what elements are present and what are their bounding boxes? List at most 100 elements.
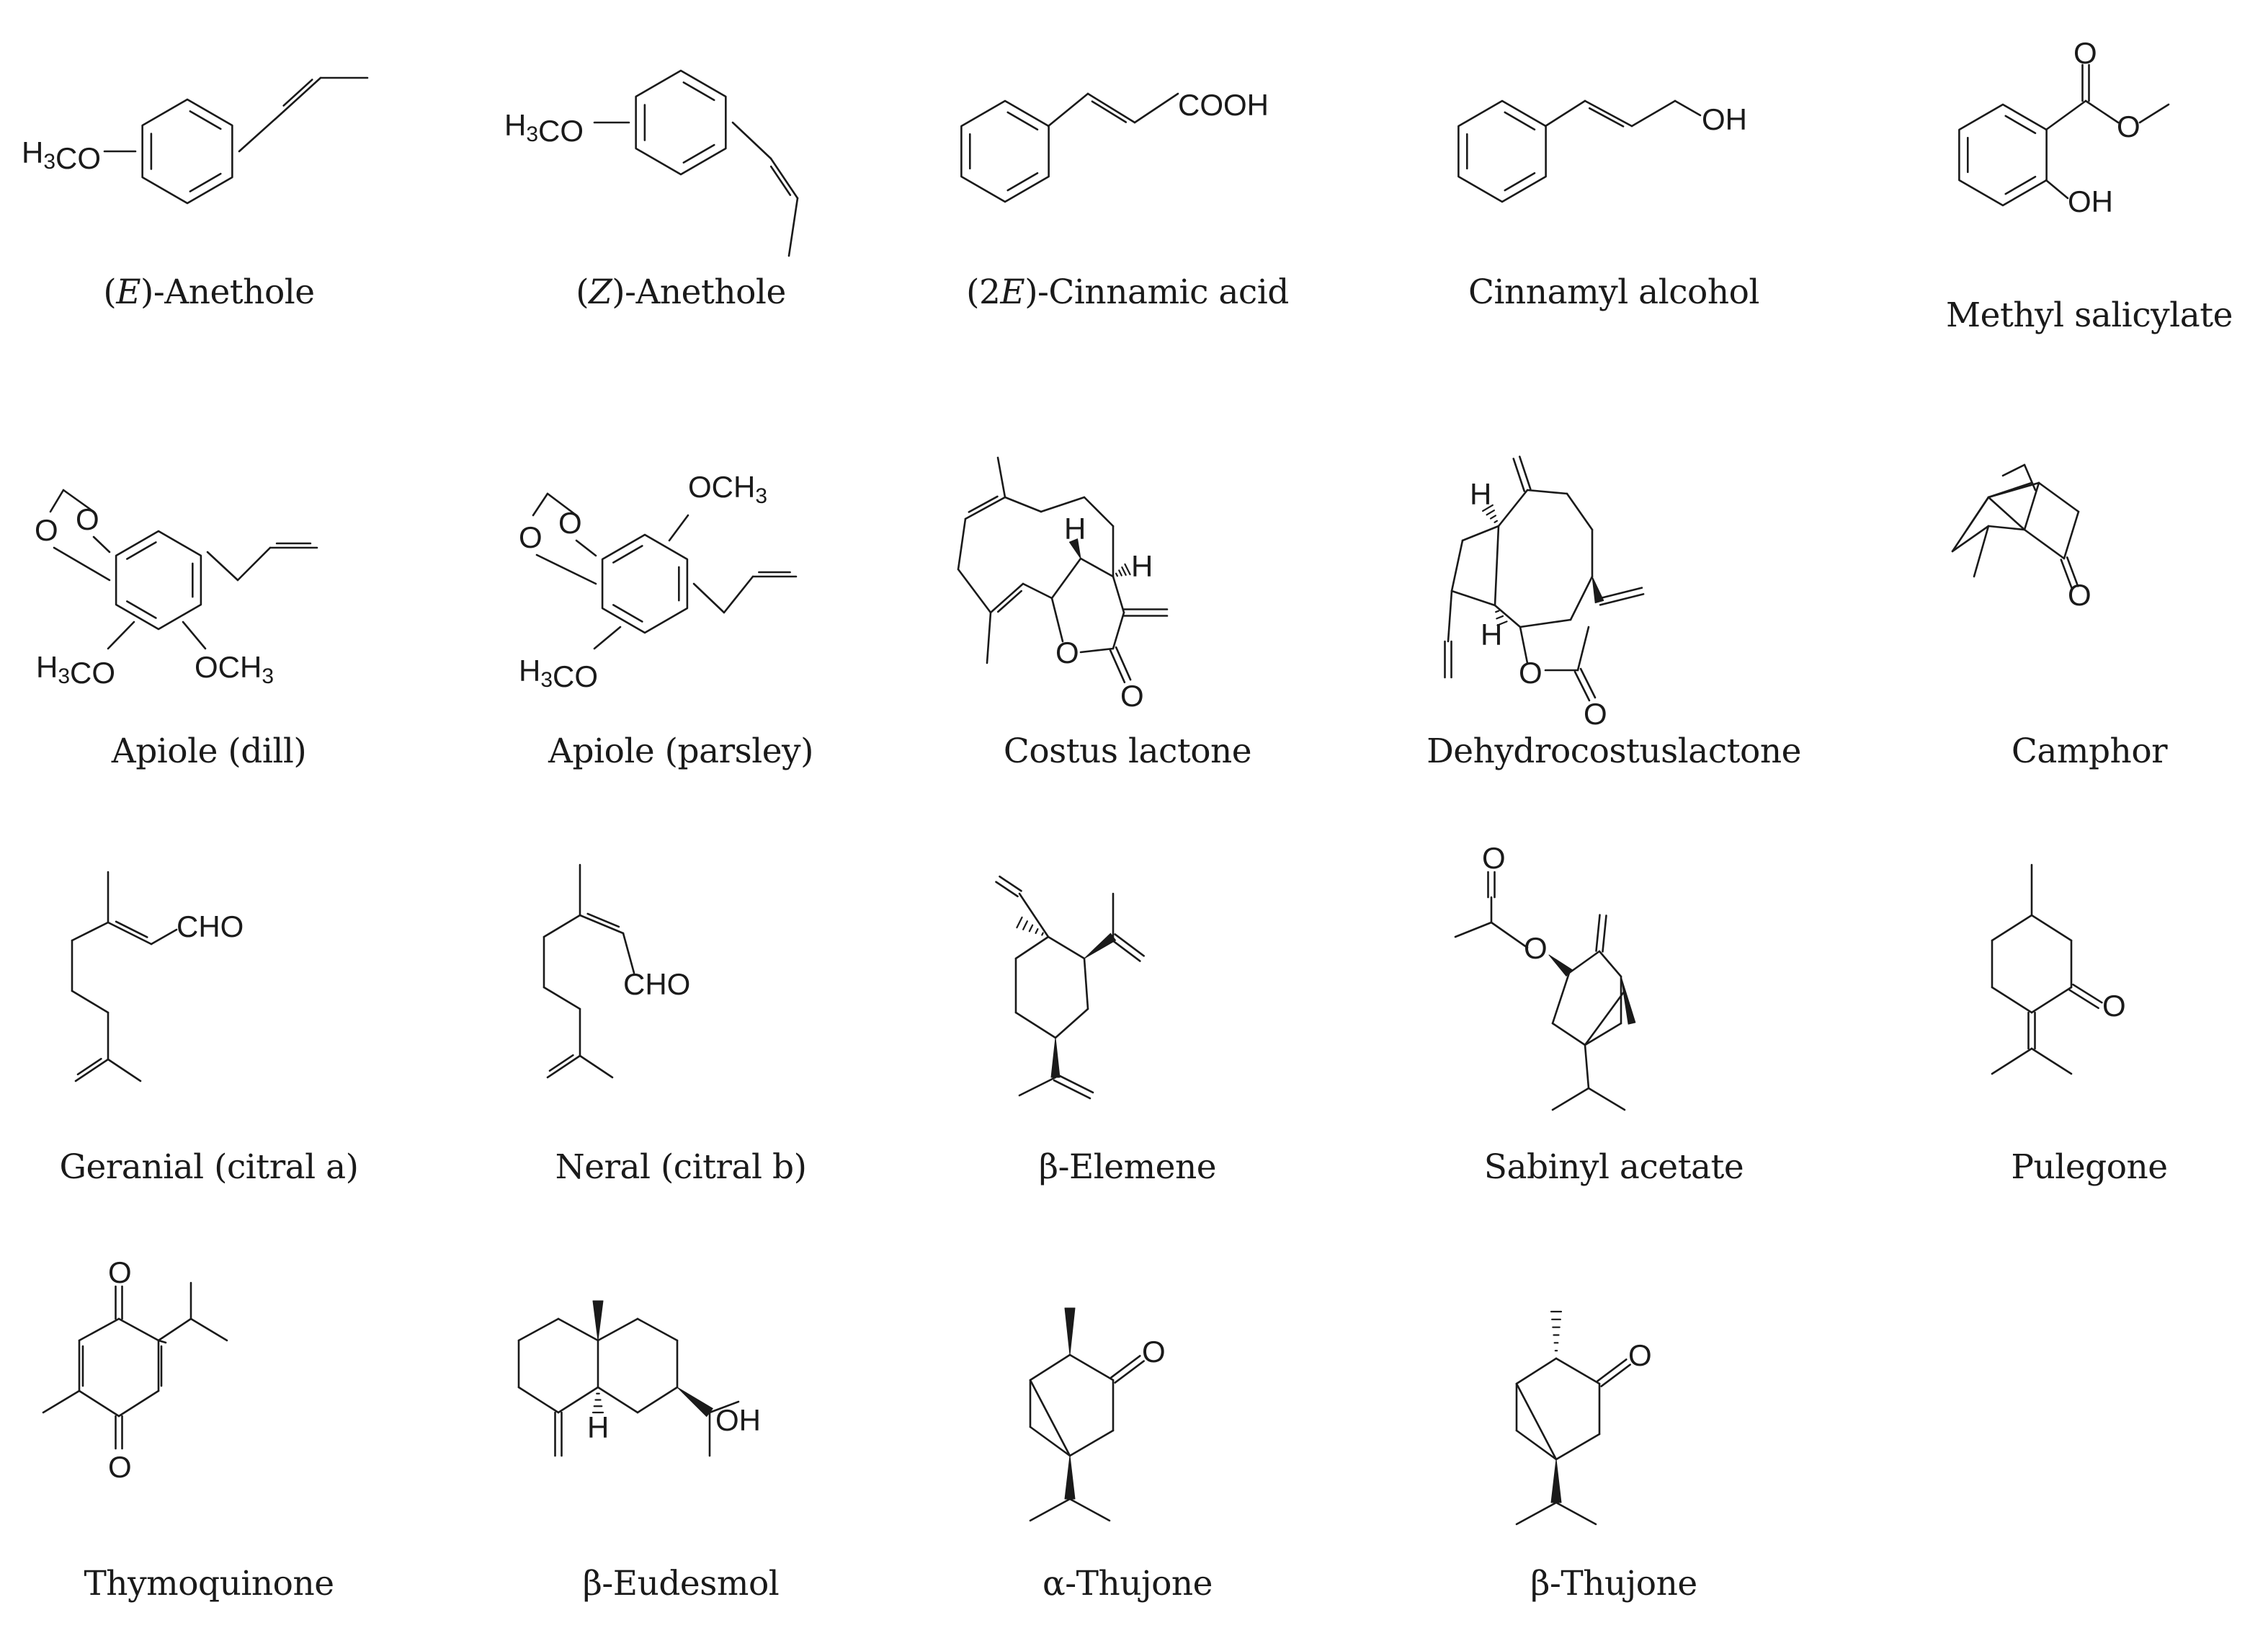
atom-label: CHO <box>177 909 244 943</box>
atom-label: OH <box>2068 184 2113 218</box>
name-text: Apiole (parsley) <box>548 731 813 771</box>
name-text: Sabinyl acetate <box>1483 1147 1744 1187</box>
compound-cell-z-anethole: H3CO (Z)-Anethole <box>450 0 911 1646</box>
atom-label: H <box>1470 477 1491 511</box>
compound-cell-costus-lactone: H H O O Costus lactone <box>897 0 1358 1646</box>
structure-pulegone: O <box>1991 863 2126 1075</box>
atom-label: H <box>587 1410 609 1444</box>
compound-cell-geranial: CHO Geranial (citral a) <box>0 0 439 1646</box>
atom-label: O <box>2068 578 2091 612</box>
structure-thymoquinone: OO <box>42 1255 228 1484</box>
atom-label: O <box>1519 656 1542 690</box>
structure-camphor: O <box>1951 463 2091 612</box>
compound-name: β-Thujone <box>1383 1564 1844 1603</box>
atom-label: O <box>108 1255 132 1289</box>
atom-label: H3CO <box>22 135 101 175</box>
atom-label: CHO <box>623 967 690 1001</box>
name-text: Cinnamyl alcohol <box>1468 272 1759 312</box>
compound-name: (Z)-Anethole <box>450 272 911 312</box>
atom-label: O <box>1055 636 1079 669</box>
compound-name: Camphor <box>1859 731 2268 771</box>
structure-alpha-thujone: O <box>1029 1307 1166 1522</box>
compound-name: Methyl salicylate <box>1859 295 2268 335</box>
name-prefix: (2 <box>966 272 1001 312</box>
compound-name: Apiole (dill) <box>0 731 439 771</box>
atom-label: O <box>519 520 543 554</box>
atom-label: O <box>1524 931 1548 965</box>
compound-cell-cinnamic-acid: COOH (2E)-Cinnamic acid <box>897 0 1358 1646</box>
compound-cell-camphor: O Camphor <box>1859 0 2268 1646</box>
structure-geranial: CHO <box>71 871 244 1082</box>
compound-name: Geranial (citral a) <box>0 1147 439 1187</box>
atom-label: H3CO <box>504 108 584 148</box>
compound-name: β-Eudesmol <box>450 1564 911 1603</box>
compound-name: Neral (citral b) <box>450 1147 911 1187</box>
name-text: α-Thujone <box>1043 1564 1213 1603</box>
atom-label: H <box>1064 512 1086 546</box>
name-text: Geranial (citral a) <box>59 1147 359 1187</box>
name-text: β-Eudesmol <box>582 1564 780 1603</box>
name-text: )-Cinnamic acid <box>1024 272 1289 312</box>
atom-label: O <box>35 513 58 547</box>
compound-name: α-Thujone <box>897 1564 1358 1603</box>
name-stereo-descriptor: E <box>116 272 141 312</box>
name-prefix: ( <box>103 272 117 312</box>
name-prefix: ( <box>576 272 589 312</box>
name-text: β-Elemene <box>1038 1147 1217 1187</box>
atom-label: H <box>1131 549 1153 583</box>
structure-neral: CHO <box>543 863 690 1079</box>
atom-label: O <box>1584 697 1607 731</box>
atom-label: O <box>1120 679 1144 713</box>
compound-name: Dehydrocostuslactone <box>1383 731 1844 771</box>
compound-cell-beta-elemene: β-Elemene <box>897 0 1358 1646</box>
atom-label: H3CO <box>519 654 598 693</box>
atom-label: O <box>1482 841 1506 875</box>
atom-label: O <box>2117 110 2140 143</box>
compound-cell-pulegone: O Pulegone <box>1859 0 2268 1646</box>
atom-label: COOH <box>1178 88 1269 122</box>
compound-name: Costus lactone <box>897 731 1358 771</box>
atom-label: OCH3 <box>195 650 274 688</box>
compound-cell-e-anethole: H3CO (E)-Anethole <box>0 0 439 1646</box>
name-text: Camphor <box>2011 731 2168 771</box>
structure-z-anethole: H3CO <box>504 69 799 257</box>
name-text: Methyl salicylate <box>1946 295 2233 335</box>
structure-sabinyl-acetate: OO <box>1454 841 1636 1111</box>
compound-name: Sabinyl acetate <box>1383 1147 1844 1187</box>
name-text: )-Anethole <box>612 272 786 312</box>
name-stereo-descriptor: Z <box>589 272 612 312</box>
compound-name: Apiole (parsley) <box>450 731 911 771</box>
name-text: Dehydrocostuslactone <box>1427 731 1801 771</box>
name-stereo-descriptor: E <box>1000 272 1025 312</box>
structure-cinnamic-acid: COOH <box>960 88 1269 203</box>
compound-name: (E)-Anethole <box>0 272 439 312</box>
compound-name: Thymoquinone <box>0 1564 439 1603</box>
structure-costus-lactone: H H O O <box>957 456 1169 713</box>
atom-label: O <box>108 1450 132 1484</box>
structure-beta-thujone: O <box>1515 1310 1652 1526</box>
atom-label: OCH3 <box>688 470 767 508</box>
structure-beta-elemene <box>995 875 1146 1100</box>
compound-name: Cinnamyl alcohol <box>1383 272 1844 312</box>
atom-label: O <box>1628 1338 1652 1372</box>
compound-name: Pulegone <box>1859 1147 2268 1187</box>
name-text: Apiole (dill) <box>111 731 307 771</box>
compound-cell-neral: CHO Neral (citral b) <box>450 0 911 1646</box>
name-text: Thymoquinone <box>84 1564 334 1603</box>
atom-label: OH <box>1702 102 1747 136</box>
atom-label: O <box>2073 36 2097 70</box>
